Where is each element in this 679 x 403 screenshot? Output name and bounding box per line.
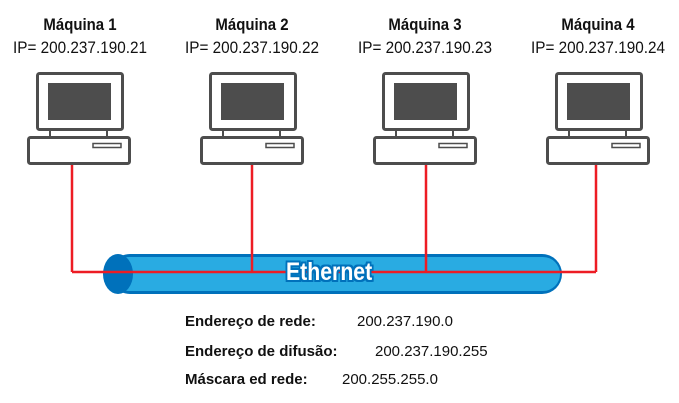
computer-icon-4: [546, 72, 650, 165]
machine-4-name: Máquina 4: [561, 15, 635, 34]
base-unit: [546, 136, 650, 165]
screen: [567, 83, 630, 120]
network-address-value: 200.237.190.0: [357, 313, 453, 330]
machine-2-name: Máquina 2: [215, 15, 289, 34]
machine-2-ip: IP= 200.237.190.22: [184, 38, 319, 57]
machine-1-name: Máquina 1: [43, 15, 117, 34]
bus-end-cap: [103, 254, 133, 294]
ethernet-label: Ethernet: [286, 258, 373, 286]
machine-3-name: Máquina 3: [388, 15, 462, 34]
drive-slot: [265, 142, 295, 149]
base-unit: [27, 136, 131, 165]
screen: [221, 83, 284, 120]
screen: [394, 83, 457, 120]
network-address-label: Endereço de rede:: [185, 313, 316, 330]
base-unit: [200, 136, 304, 165]
machine-4-ip: IP= 200.237.190.24: [530, 38, 665, 57]
screen: [48, 83, 111, 120]
base-unit: [373, 136, 477, 165]
bus-body: [112, 257, 560, 291]
subnet-mask-label: Máscara ed rede:: [185, 371, 308, 388]
machine-1-ip: IP= 200.237.190.21: [12, 38, 147, 57]
ethernet-bus: [103, 254, 562, 294]
subnet-mask-value: 200.255.255.0: [342, 371, 438, 388]
computer-icon-3: [373, 72, 477, 165]
drive-slot: [611, 142, 641, 149]
drive-slot: [92, 142, 122, 149]
broadcast-address-value: 200.237.190.255: [375, 343, 488, 360]
machine-3-ip: IP= 200.237.190.23: [357, 38, 492, 57]
computer-icon-1: [27, 72, 131, 165]
drive-slot: [438, 142, 468, 149]
broadcast-address-label: Endereço de difusão:: [185, 343, 338, 360]
computers: [27, 72, 650, 165]
computer-icon-2: [200, 72, 304, 165]
cables: [70, 164, 598, 274]
